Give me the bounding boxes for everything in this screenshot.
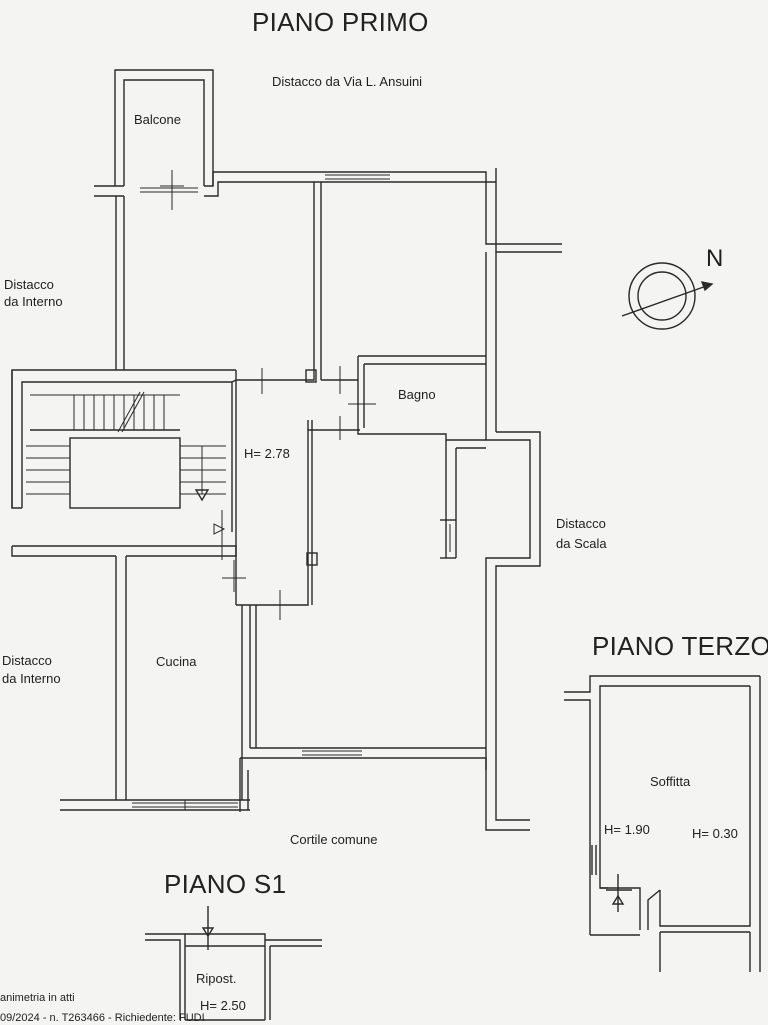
height-ripost: H= 2.50	[200, 998, 246, 1013]
distacco-interno-bottom-line2: da Interno	[2, 671, 61, 686]
room-bagno: Bagno	[398, 387, 436, 402]
distacco-scala-line1: Distacco	[556, 516, 606, 531]
room-ripost: Ripost.	[196, 971, 237, 986]
north-label: N	[706, 245, 724, 272]
piano-primo-walls	[11, 69, 562, 831]
room-soffitta: Soffitta	[650, 774, 691, 789]
distacco-via-label: Distacco da Via L. Ansuini	[272, 74, 423, 89]
room-balcone: Balcone	[134, 112, 181, 127]
distacco-interno-top-line2: da Interno	[4, 294, 63, 309]
piano-terzo-walls	[564, 675, 761, 972]
piano-s1-title: PIANO S1	[164, 869, 287, 899]
piano-s1-walls	[145, 906, 322, 1021]
footer-line1: animetria in atti	[0, 992, 75, 1004]
room-cucina: Cucina	[156, 654, 197, 669]
distacco-interno-bottom-line1: Distacco	[2, 653, 52, 668]
footer-line2: 09/2024 - n. T263466 - Richiedente: FUDI	[0, 1012, 205, 1024]
piano-terzo-title: PIANO TERZO	[592, 631, 768, 661]
piano-primo-title: PIANO PRIMO	[252, 7, 429, 37]
north-compass	[621, 262, 714, 330]
windows	[132, 174, 451, 810]
door-marks	[160, 170, 376, 620]
height-soffitta-high: H= 1.90	[604, 822, 650, 837]
distacco-interno-top-line1: Distacco	[4, 277, 54, 292]
distacco-scala-line2: da Scala	[556, 536, 607, 551]
cortile-label: Cortile comune	[290, 832, 378, 847]
height-soffitta-low: H= 0.30	[692, 826, 738, 841]
height-primo: H= 2.78	[244, 446, 290, 461]
